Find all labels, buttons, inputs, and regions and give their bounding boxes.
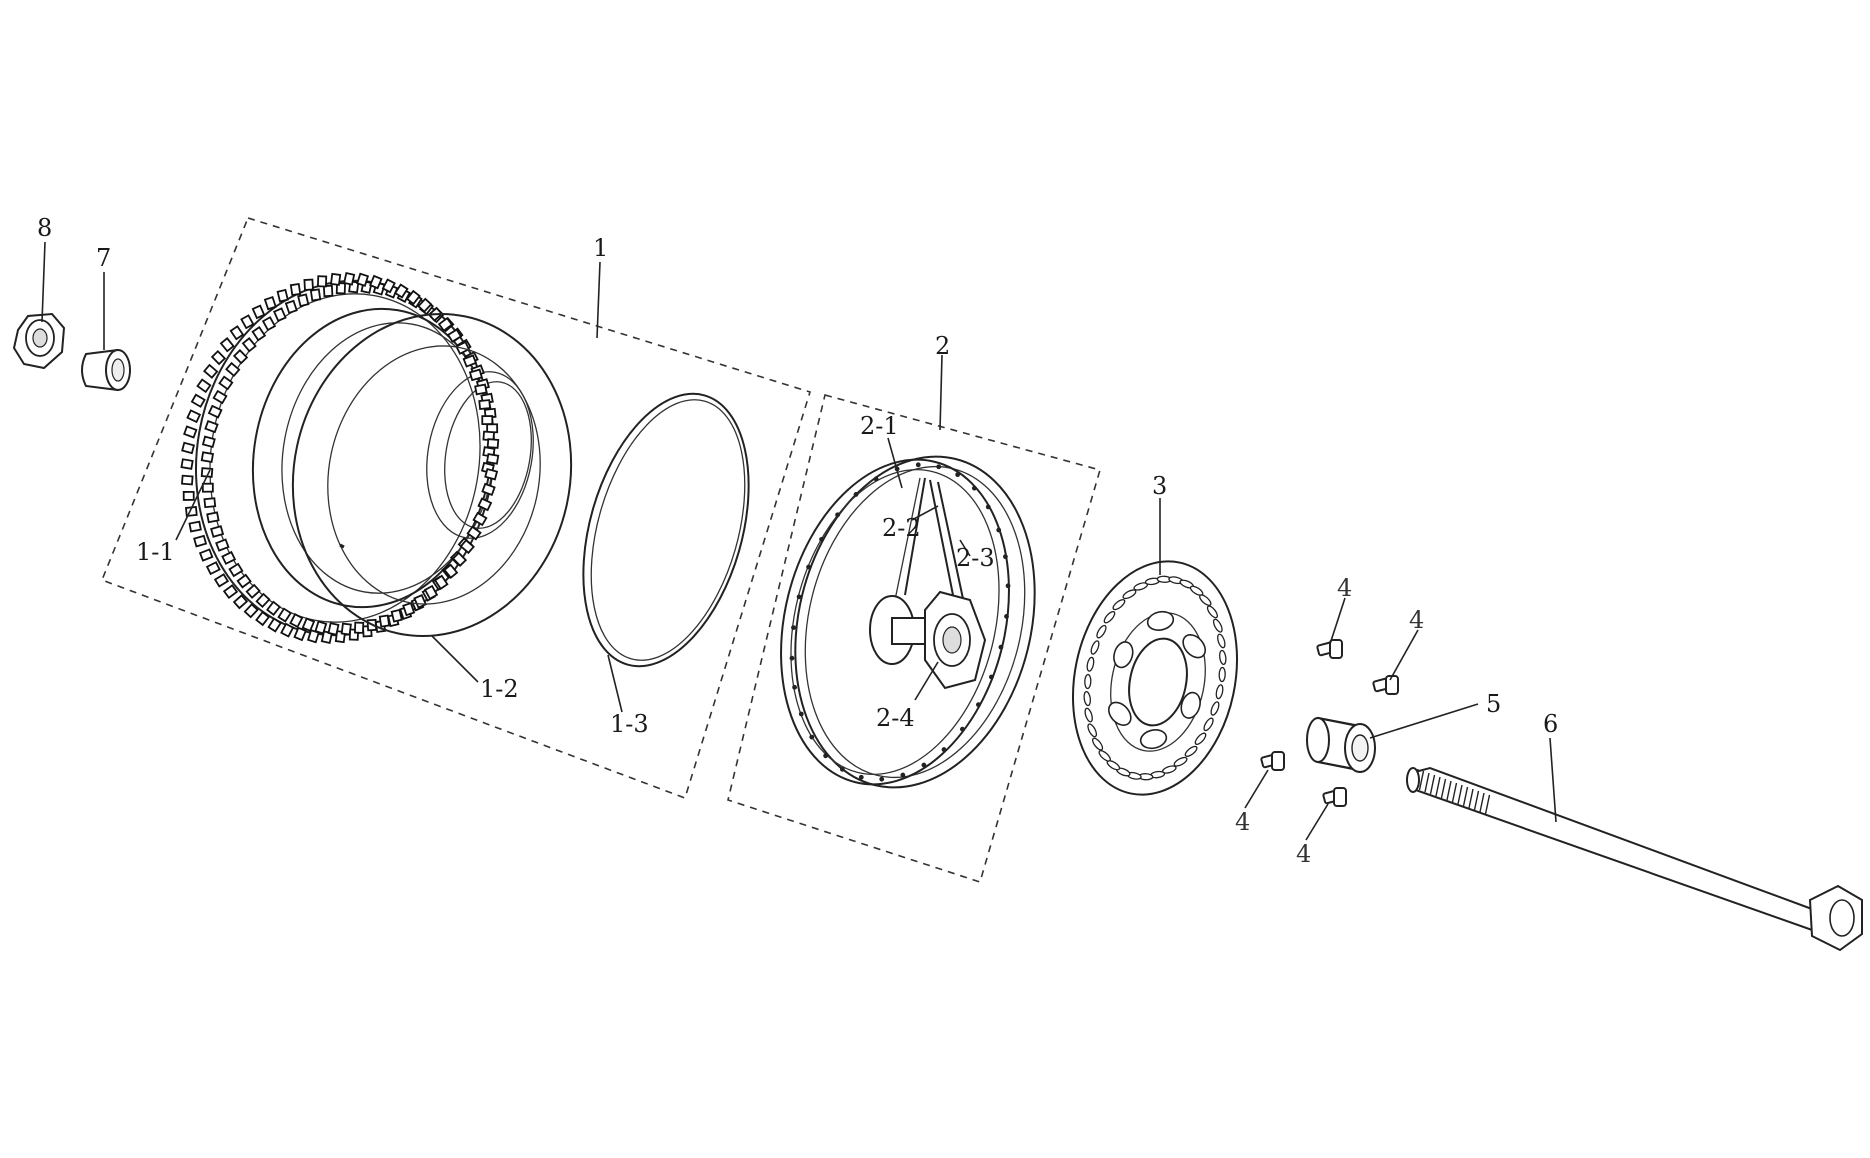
leader-2 bbox=[939, 354, 943, 431]
callout-1-1: 1-1 bbox=[136, 538, 175, 566]
brake-disc-part bbox=[1071, 560, 1239, 796]
spacer-part bbox=[1306, 716, 1376, 773]
callout-4-d: 4 bbox=[1296, 840, 1311, 868]
callout-3: 3 bbox=[1152, 472, 1167, 500]
bolt-part-upper-right bbox=[1372, 675, 1399, 695]
leader-2-2 bbox=[911, 505, 939, 521]
callout-4-b: 4 bbox=[1409, 606, 1424, 634]
leader-1-3 bbox=[607, 654, 623, 713]
leader-2-4 bbox=[914, 661, 939, 701]
callout-4-a: 4 bbox=[1337, 574, 1352, 602]
nut-part bbox=[12, 312, 66, 370]
callout-2-4: 2-4 bbox=[876, 704, 915, 732]
leader-4-d bbox=[1305, 803, 1329, 841]
callout-2: 2 bbox=[935, 332, 950, 360]
callout-2-3: 2-3 bbox=[956, 544, 995, 572]
leader-6 bbox=[1549, 737, 1557, 823]
callout-1: 1 bbox=[593, 234, 608, 262]
collar-part bbox=[81, 348, 131, 392]
tire-assembly-group-box bbox=[100, 217, 811, 800]
callout-5: 5 bbox=[1486, 690, 1501, 718]
bolt-part-lower-right bbox=[1322, 787, 1347, 807]
leader-2-1 bbox=[887, 437, 903, 489]
leader-1 bbox=[596, 261, 601, 339]
leader-1-1 bbox=[175, 469, 211, 541]
callout-7: 7 bbox=[96, 244, 111, 272]
leader-4-b bbox=[1389, 629, 1419, 681]
callout-1-3: 1-3 bbox=[610, 710, 649, 738]
leader-2-3 bbox=[959, 539, 971, 557]
bolt-part-lower-left bbox=[1260, 751, 1285, 771]
rim-band-part bbox=[582, 392, 750, 668]
callout-1-2: 1-2 bbox=[480, 675, 519, 703]
callout-4-c: 4 bbox=[1235, 808, 1250, 836]
axle-part bbox=[1406, 766, 1863, 952]
bolt-part-upper-left bbox=[1316, 639, 1343, 659]
callout-2-2: 2-2 bbox=[882, 514, 921, 542]
leader-4-a bbox=[1329, 597, 1346, 645]
callout-2-1: 2-1 bbox=[860, 412, 899, 440]
wheel-part bbox=[780, 455, 1036, 789]
callout-8: 8 bbox=[37, 214, 52, 242]
tire-part bbox=[180, 272, 534, 644]
leader-1-2 bbox=[431, 635, 479, 683]
inner-tube-part bbox=[291, 312, 573, 638]
leader-5 bbox=[1369, 703, 1479, 739]
leader-8 bbox=[41, 241, 46, 323]
leader-4-c bbox=[1244, 769, 1269, 809]
callout-6: 6 bbox=[1543, 710, 1558, 738]
